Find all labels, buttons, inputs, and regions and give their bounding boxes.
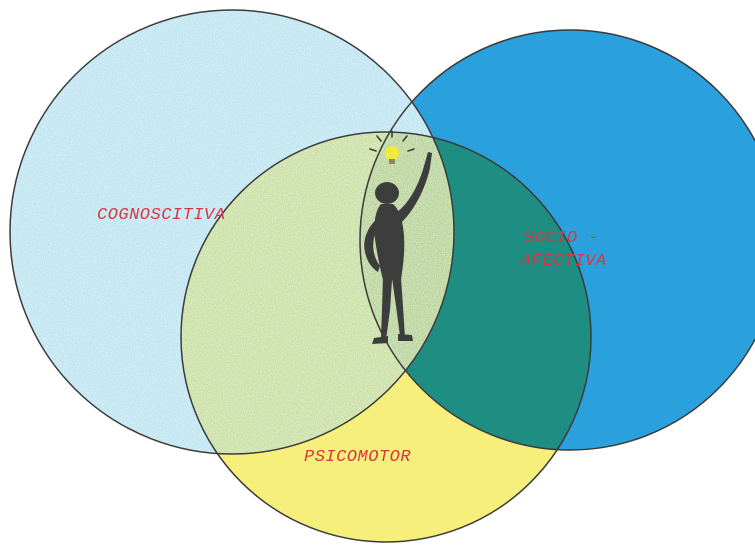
socio-affective-label-line-2: AFECTIVA: [520, 252, 607, 271]
cognitive-label: COGNOSCITIVA: [97, 206, 225, 225]
socio-affective-label-line-1: SOCIO -: [524, 229, 599, 248]
psychomotor-label: PSICOMOTOR: [304, 448, 411, 467]
